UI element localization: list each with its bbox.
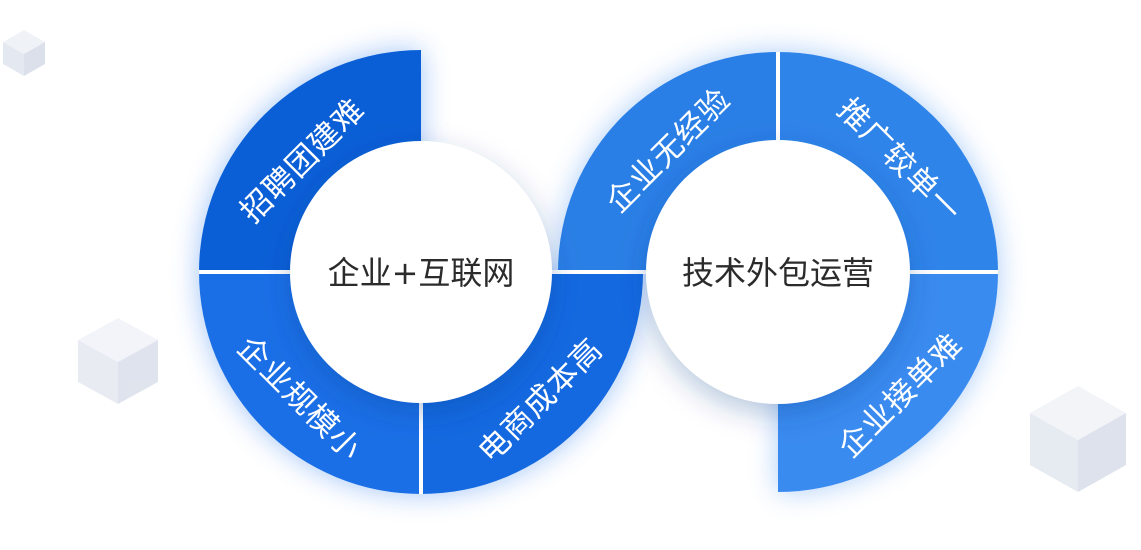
- right-hub-title: 技术外包运营: [682, 254, 874, 292]
- decorative-cube-bottom-right: [1030, 386, 1126, 492]
- right-hub-circle: [646, 140, 910, 404]
- left-hub-title: 企业+互联网: [328, 254, 515, 292]
- left-hub-circle: [290, 141, 552, 403]
- decorative-cube-top-left: [3, 30, 45, 76]
- decorative-cube-mid-left: [78, 318, 158, 404]
